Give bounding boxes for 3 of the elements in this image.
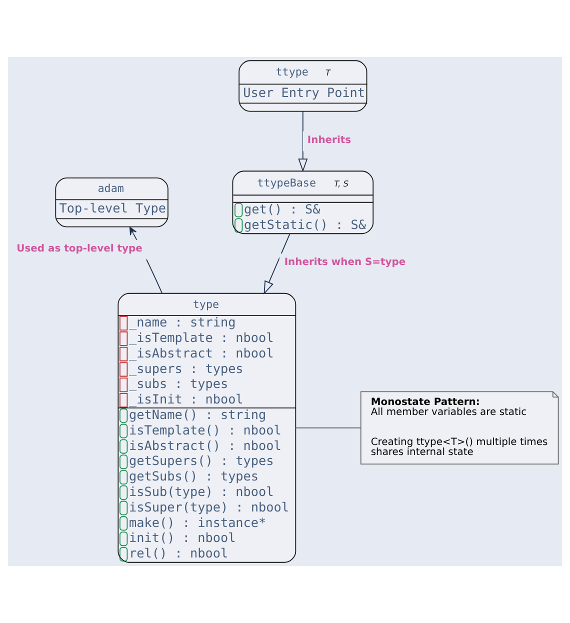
edge-label: Used as top-level type [16,243,142,254]
edge-label: Inherits [307,134,352,146]
edge-label: Inherits when S=type [284,257,406,268]
